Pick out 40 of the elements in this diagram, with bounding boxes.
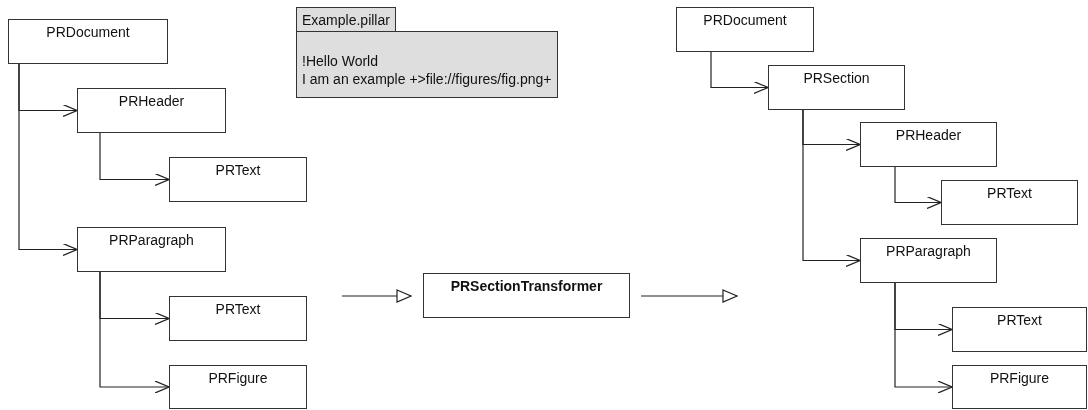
class-name: PRSection (803, 69, 870, 87)
arrow (802, 109, 861, 268)
class-box (860, 122, 997, 167)
arrow (894, 282, 953, 394)
class-box (941, 180, 1078, 225)
class-box (169, 296, 307, 341)
class-box (169, 365, 307, 409)
class-box (676, 7, 814, 52)
class-name: PRHeader (895, 126, 962, 144)
arrow (18, 63, 78, 257)
class-box (423, 273, 630, 318)
class-name: PRParagraph (109, 231, 194, 249)
class-name: PRText (215, 161, 261, 179)
arrow (99, 271, 170, 394)
arrow (99, 132, 170, 187)
class-box (169, 157, 307, 202)
arrow (710, 51, 769, 95)
class-name: PRText (997, 311, 1042, 329)
class-box (8, 19, 168, 64)
class-name: PRFigure (208, 369, 268, 387)
class-box (860, 238, 997, 283)
class-name: PRDocument (703, 11, 787, 29)
class-name: PRText (215, 300, 261, 318)
class-box (77, 88, 226, 133)
class-box (77, 227, 226, 272)
arrow (640, 289, 738, 303)
class-name: PRFigure (989, 369, 1050, 387)
class-name: PRSectionTransformer (450, 277, 603, 295)
class-name: PRParagraph (886, 242, 971, 260)
file-tab: Example.pillar (296, 7, 396, 31)
arrow (341, 289, 412, 303)
class-box (768, 65, 905, 110)
arrow (894, 166, 942, 210)
note-text: I am an example +>file://figures/fig.png+ (302, 70, 552, 88)
class-box (952, 365, 1087, 409)
class-name: PRDocument (46, 23, 130, 41)
class-name: PRHeader (118, 92, 185, 110)
class-name: PRText (987, 184, 1032, 202)
note-text: !Hello World (302, 52, 379, 70)
class-box (952, 307, 1087, 352)
